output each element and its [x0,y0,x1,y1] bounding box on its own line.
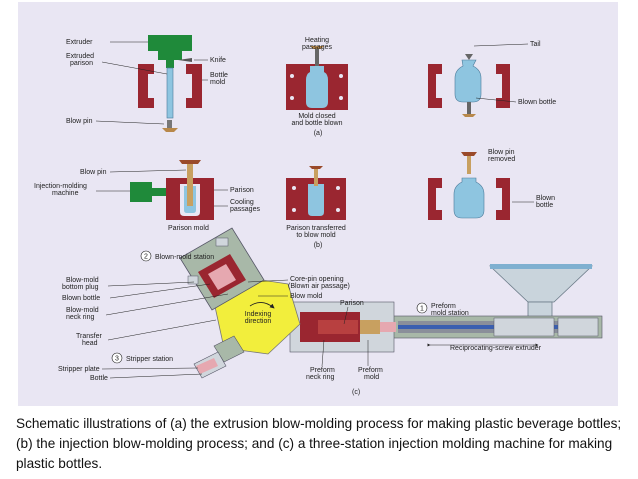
label-knife: Knife [210,57,226,64]
label-injection-machine-1: Injection-molding [34,183,87,190]
label-blow-mold: Blow mold [290,293,322,300]
label-core-pin-2: (Blown air passage) [288,283,350,290]
label-neck-ring-2: neck ring [66,314,95,321]
label-neck-ring-1: Blow-mold [66,307,99,314]
mold-left-a [138,64,154,108]
hopper [488,264,594,319]
label-blown-bottle-b-1: Blown [536,195,555,202]
label-extruded-parison-2: parison [70,60,93,67]
blow-mold-station [179,227,265,311]
label-mold-closed-1: Mold closed [298,113,335,120]
label-extruder-a: Extruder [66,39,93,46]
label-blown-bottle-c: Blown bottle [62,295,100,302]
label-station-2: Blown-mold station [155,254,214,261]
label-panel-c: (c) [352,389,360,396]
label-stripper-plate: Stripper plate [58,366,100,373]
label-transfer-head-1: Transfer [76,333,102,340]
label-preform-mold-2: mold [364,374,379,381]
preform-mold-station [289,301,396,353]
label-transferred-2: to blow mold [296,232,335,239]
label-bottle-mold-1: Bottle [210,72,228,79]
label-bottle-c: Bottle [90,375,108,382]
extruder-a [148,35,192,119]
blow-pin-a [162,120,178,132]
station-2-number: 2 [144,254,148,261]
label-panel-b: (b) [314,242,323,249]
mold-closed-a [286,46,348,110]
station-1-badge [416,302,428,314]
label-mold-closed-2: and bottle blown [292,120,343,127]
label-indexing-1: Indexing [245,311,272,318]
injection-machine [130,182,168,202]
label-station-1-2: mold station [431,310,469,317]
parison-a [166,67,174,119]
label-indexing-2: direction [245,318,272,325]
mold-right-a [186,64,202,108]
label-core-pin-1: Core-pin opening [290,276,344,283]
blown-bottle-a [428,54,510,117]
label-blow-pin-a: Blow pin [66,118,93,125]
label-station-1-1: Preform [431,303,456,310]
label-blown-bottle-b-2: bottle [536,202,553,209]
panel-a: Extruder Extruded parison Knife Bottle m… [66,35,556,137]
label-transfer-head-2: head [82,340,98,347]
label-tail: Tail [530,41,541,48]
label-preform-neck-1: Preform [310,367,335,374]
label-parison-b: Parison [230,187,254,194]
indexing-arrow [249,302,275,309]
station-3-number: 3 [115,356,119,363]
label-preform-mold-1: Preform [358,367,383,374]
label-blow-pin-b: Blow pin [80,169,107,176]
label-parison-mold: Parison mold [168,225,209,232]
label-blow-pin-removed-2: removed [488,156,515,163]
label-bottle-mold-2: mold [210,79,225,86]
label-panel-a: (a) [314,130,323,137]
label-extruded-parison-1: Extruded [66,53,94,60]
label-extruder-c: Reciprocating-screw extruder [450,345,542,352]
stripper-station [193,335,245,379]
station-1-number: 1 [420,306,424,313]
label-bottom-plug-1: Blow-mold [66,277,99,284]
parison-transfer-b [286,166,346,220]
label-heating-2: passages [302,44,332,51]
blow-molding-figure: Extruder Extruded parison Knife Bottle m… [18,2,618,406]
label-parison-c: Parison [340,300,364,307]
label-blow-pin-removed-1: Blow pin [488,149,515,156]
label-transferred-1: Parison transferred [286,225,346,232]
panel-c: 2 Blown-mold station 3 Stripper station … [58,227,603,396]
parison-mold-b [166,160,214,220]
label-cooling-2: passages [230,206,260,213]
label-station-3: Stripper station [126,356,173,363]
label-heating-1: Heating [305,37,329,44]
label-bottom-plug-2: bottom plug [62,284,99,291]
station-2-badge [140,250,152,262]
label-injection-machine-2: machine [52,190,79,197]
knife-icon [178,58,192,62]
label-preform-neck-2: neck ring [306,374,335,381]
label-cooling-1: Cooling [230,199,254,206]
blown-bottle-b [428,152,510,220]
figure-caption: Schematic illustrations of (a) the extru… [16,416,622,471]
label-blown-bottle-a: Blown bottle [518,99,556,106]
station-3-badge [111,352,123,364]
panel-b: Blow pin Injection-molding machine Paris… [34,149,555,249]
